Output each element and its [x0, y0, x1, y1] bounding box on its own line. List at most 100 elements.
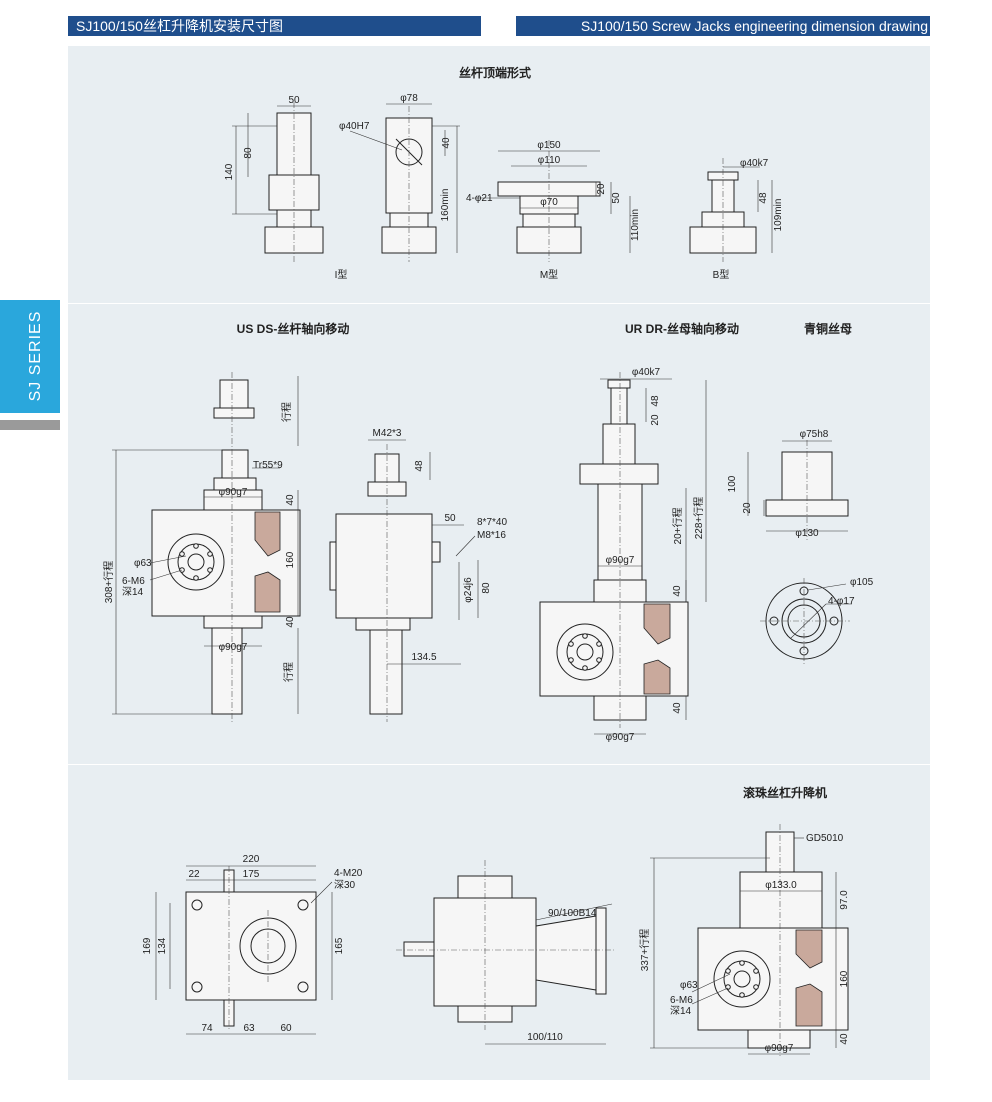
ur-dr-title: UR DR-丝母轴向移动 [625, 321, 739, 336]
ur-h40b: 40 [672, 702, 683, 714]
m-type-holes: 4-φ21 [466, 193, 493, 204]
m-type-label: M型 [540, 268, 558, 281]
ball-d-bot: φ90g7 [765, 1043, 794, 1054]
nut-h20: 20 [742, 502, 753, 514]
plan-h165: 165 [334, 937, 345, 954]
us-stroke-top: 行程 [280, 402, 293, 422]
ball-d133: φ133.0 [765, 880, 797, 891]
m-type-d1: φ150 [537, 140, 561, 151]
nut-d3: φ105 [850, 577, 874, 588]
ball-h97: 97.0 [839, 890, 850, 910]
header-title-en: SJ100/150 Screw Jacks engineering dimens… [516, 16, 930, 36]
clevis-figure [349, 103, 460, 262]
b-type-min: 109min [773, 199, 784, 232]
m-type-d3: φ70 [540, 197, 558, 208]
us-ds-title: US DS-丝杆轴向移动 [237, 321, 350, 336]
ball-overall: 337+行程 [638, 929, 651, 972]
bronze-nut-title: 青铜丝母 [804, 321, 852, 336]
us-thread: Tr55*9 [253, 460, 283, 471]
plan-w63: 63 [243, 1023, 255, 1034]
plan-view-figure [155, 865, 333, 1035]
plan-h134: 134 [157, 937, 168, 954]
b-type-h: 48 [758, 192, 769, 204]
side-shaft: φ24j6 [463, 577, 474, 603]
bronze-nut-figure [747, 440, 852, 664]
us-flange: φ63 [134, 558, 152, 569]
section-divider-top [68, 303, 930, 304]
side-h80: 80 [481, 582, 492, 594]
clevis-side: 40 [441, 137, 452, 149]
ur-len1: 228+行程 [692, 497, 705, 540]
ball-screw-figure [650, 824, 849, 1056]
ur-len2: 20+行程 [671, 508, 684, 545]
us-ds-front-figure [112, 372, 301, 722]
nut-d1: φ75h8 [800, 429, 829, 440]
clevis-min: 160min [440, 189, 451, 222]
us-d-top: φ90g7 [219, 487, 248, 498]
ball-depth: 深14 [670, 1005, 692, 1017]
ur-h48: 48 [650, 395, 661, 407]
plan-w74: 74 [201, 1023, 213, 1034]
clevis-top: φ78 [400, 93, 418, 104]
m-type-figure [475, 140, 631, 262]
ur-h20: 20 [650, 414, 661, 426]
plan-w22: 22 [188, 869, 200, 880]
m-type-h1: 20 [596, 183, 607, 195]
m-type-min: 110min [630, 209, 641, 241]
b-type-d: φ40k7 [740, 158, 769, 169]
side-m42: M42*3 [373, 428, 402, 439]
us-dim-40a: 40 [285, 494, 296, 506]
section-divider-bottom [68, 764, 930, 765]
nut-h100: 100 [727, 475, 738, 492]
us-depth: 深14 [122, 586, 144, 598]
us-stroke-bot: 行程 [282, 662, 295, 682]
i-type-figure [232, 102, 324, 262]
ur-d-mid: φ90g7 [606, 555, 635, 566]
top-section-title: 丝杆顶端形式 [459, 65, 531, 80]
side-w50: 50 [444, 513, 456, 524]
ball-flange: φ63 [680, 980, 698, 991]
ur-h40a: 40 [672, 585, 683, 597]
series-tab: SJ SERIES [0, 300, 60, 413]
motor-len: 100/110 [527, 1032, 563, 1043]
i-type-label: I型 [335, 268, 348, 281]
side-len: 134.5 [411, 652, 436, 663]
clevis-hole: φ40H7 [339, 121, 370, 132]
plan-w220: 220 [243, 854, 260, 865]
side-h48: 48 [414, 460, 425, 472]
motor-adapter-figure [396, 860, 616, 1045]
ball-screw-title: 滚珠丝杠升降机 [743, 785, 827, 800]
plan-depth: 深30 [334, 879, 356, 891]
m-type-h2: 50 [611, 192, 622, 204]
ball-h160: 160 [839, 970, 850, 987]
nut-holes: 4-φ17 [828, 596, 855, 607]
ball-holes: 6-M6 [670, 995, 693, 1006]
plan-holes: 4-M20 [334, 868, 363, 879]
i-type-height-b: 140 [224, 163, 235, 180]
us-ds-side-figure [329, 439, 479, 722]
ur-d-bot: φ90g7 [606, 732, 635, 743]
plan-w60: 60 [280, 1023, 292, 1034]
b-type-label: B型 [713, 268, 730, 281]
us-overall: 308+行程 [102, 561, 115, 604]
m-type-d2: φ110 [538, 155, 561, 166]
ur-dr-figure [539, 372, 707, 735]
nut-d2: φ130 [795, 528, 819, 539]
plan-h169: 169 [142, 937, 153, 954]
us-dim-40b: 40 [285, 616, 296, 628]
ball-h40: 40 [839, 1033, 850, 1045]
header-title-cn: SJ100/150丝杠升降机安装尺寸图 [68, 16, 481, 36]
i-type-width: 50 [288, 95, 300, 106]
side-key: 8*7*40 [477, 517, 507, 528]
us-dim-160: 160 [285, 551, 296, 568]
series-tab-underline [0, 420, 60, 430]
us-d-bot: φ90g7 [219, 642, 248, 653]
plan-w175: 175 [243, 869, 260, 880]
ur-d: φ40k7 [632, 367, 661, 378]
us-holes: 6-M6 [122, 576, 145, 587]
motor-flange: 90/100B14 [548, 908, 597, 919]
ball-gd: GD5010 [806, 833, 844, 844]
b-type-figure [689, 158, 773, 262]
side-m8: M8*16 [477, 530, 506, 541]
